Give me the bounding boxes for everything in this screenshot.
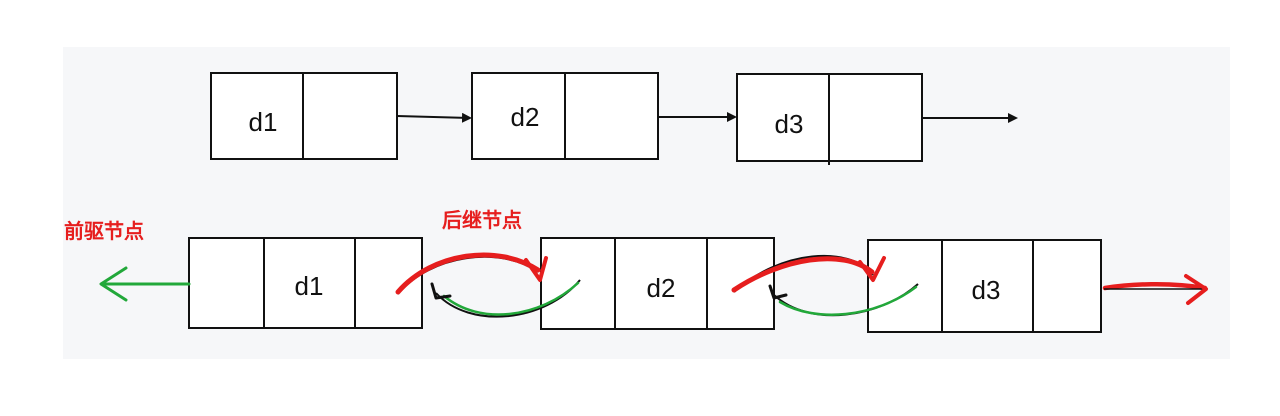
prev-pointer-2-arrowhead	[430, 282, 452, 300]
successor-label: 后继节点	[442, 208, 522, 232]
double-node-2-data: d2	[647, 273, 676, 303]
next-pointer-1-arrowhead	[524, 256, 548, 282]
predecessor-label: 前驱节点	[64, 219, 144, 243]
single-node-1: d1	[210, 72, 398, 160]
prev-pointer-3-green	[778, 285, 918, 316]
prev-pointer-3-arrowhead	[768, 284, 788, 300]
next-pointer-1-red	[395, 252, 541, 295]
single-node-3-data: d3	[775, 109, 804, 139]
next-pointer-2-arrowhead	[858, 256, 886, 282]
double-node-1: d1	[188, 237, 423, 329]
single-node-2-data: d2	[511, 102, 540, 132]
single-next-arrow-1	[396, 112, 472, 123]
double-node-3-box	[867, 239, 1102, 333]
double-node-3-data: d3	[972, 275, 1001, 305]
double-node-1-box	[188, 237, 423, 329]
double-node-2-box	[540, 237, 775, 330]
single-node-2: d2	[471, 72, 659, 160]
tail-next-arrowhead	[1184, 274, 1208, 305]
prev-pointer-2-green	[442, 281, 580, 316]
double-node-1-data: d1	[295, 271, 324, 301]
head-prev-arrowhead	[99, 266, 128, 302]
double-node-2: d2	[540, 237, 775, 330]
single-node-1-data: d1	[249, 107, 278, 137]
tail-next-arrow	[1102, 281, 1208, 291]
double-node-3: d3	[867, 239, 1102, 333]
single-node-3: d3	[736, 73, 923, 165]
